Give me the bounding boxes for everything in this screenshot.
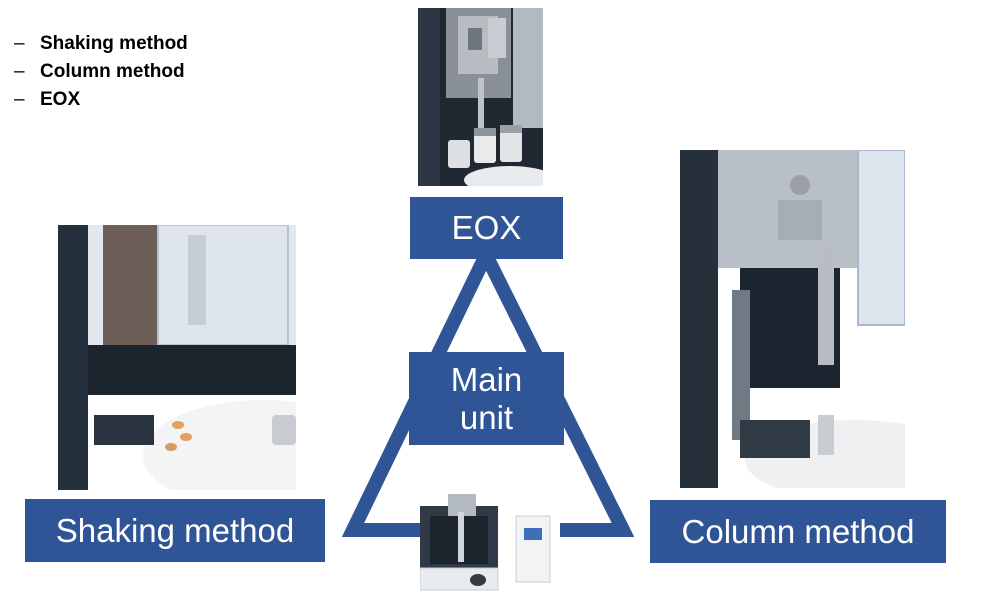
main-unit-label: Main unit xyxy=(409,352,564,445)
list-item: – EOX xyxy=(14,86,188,114)
list-dash: – xyxy=(14,89,25,110)
eox-label: EOX xyxy=(410,197,563,259)
list-item-label: Shaking method xyxy=(40,33,188,54)
list-dash: – xyxy=(14,33,25,54)
methods-list: – Shaking method – Column method – EOX xyxy=(14,30,188,114)
column-method-label: Column method xyxy=(650,500,946,563)
list-item: – Shaking method xyxy=(14,30,188,58)
main-unit-photo xyxy=(420,488,560,596)
list-dash: – xyxy=(14,61,25,82)
main-unit-label-line1: Main xyxy=(450,360,523,398)
list-item-label: EOX xyxy=(40,89,81,110)
eox-module-photo xyxy=(418,8,543,186)
shaking-module-photo xyxy=(58,225,296,490)
list-item: – Column method xyxy=(14,58,188,86)
list-item-label: Column method xyxy=(40,61,185,82)
main-unit-label-line2: unit xyxy=(459,398,514,436)
shaking-method-label: Shaking method xyxy=(25,499,325,562)
column-module-photo xyxy=(680,150,905,488)
